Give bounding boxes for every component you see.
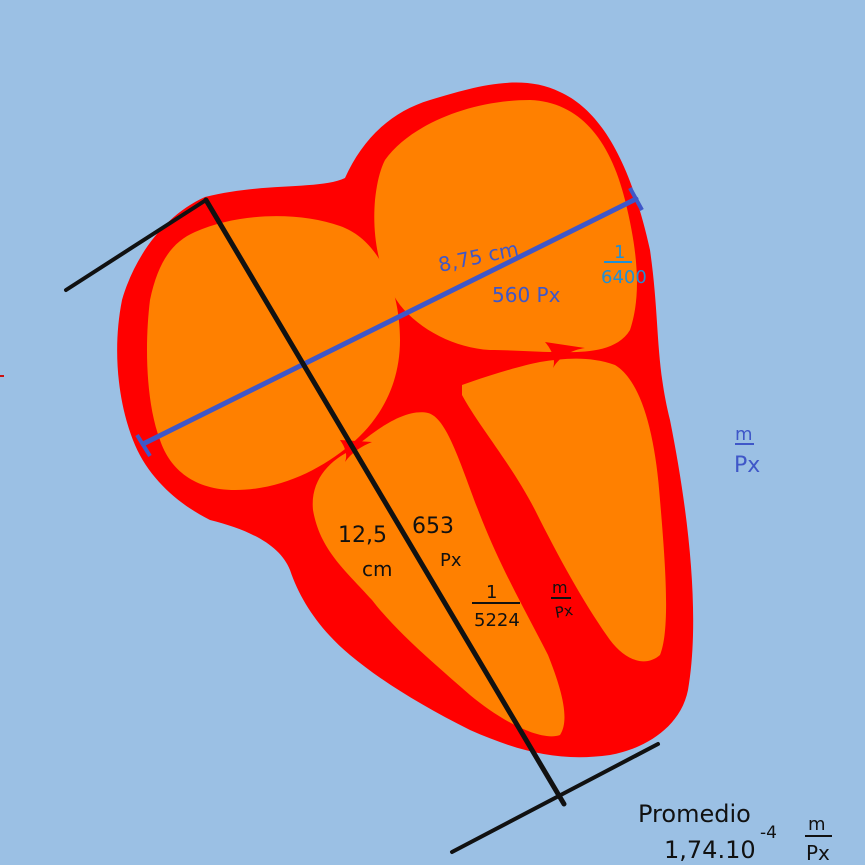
vertical-px-unit: Px bbox=[440, 550, 462, 571]
chamber-lower-right bbox=[462, 358, 667, 662]
average-exponent: -4 bbox=[760, 823, 777, 843]
valve-left bbox=[340, 440, 372, 462]
horizontal-ratio-numerator: 1 bbox=[614, 242, 625, 263]
vertical-unit-numerator: m bbox=[552, 578, 568, 597]
horizontal-px-label: 560 Px bbox=[492, 283, 561, 307]
vertical-unit-denominator: Px bbox=[554, 601, 575, 622]
unit-blue-numerator: m bbox=[735, 424, 753, 445]
vertical-measure-line bbox=[203, 197, 567, 807]
horizontal-measure-endcap-right bbox=[628, 187, 644, 211]
chamber-upper-right bbox=[374, 100, 637, 353]
vertical-px-value: 653 bbox=[412, 514, 454, 539]
average-value: 1,74.10 bbox=[664, 836, 756, 864]
vertical-cm-unit: cm bbox=[362, 557, 392, 581]
valve-right bbox=[545, 342, 585, 368]
horizontal-measure-endcap-left bbox=[135, 433, 152, 458]
unit-blue-denominator: Px bbox=[734, 453, 760, 478]
vertical-measure-tangent-bottom bbox=[450, 742, 660, 854]
horizontal-measure-line bbox=[140, 196, 639, 447]
vertical-measure-tangent-top bbox=[64, 198, 208, 292]
horizontal-ratio-denominator: 6400 bbox=[601, 267, 647, 288]
vertical-cm-value: 12,5 bbox=[338, 523, 387, 548]
vertical-ratio-numerator: 1 bbox=[486, 582, 497, 603]
average-label: Promedio bbox=[638, 800, 751, 828]
average-unit-numerator: m bbox=[808, 814, 826, 835]
average-unit-denominator: Px bbox=[806, 841, 830, 865]
chamber-lower-left bbox=[312, 412, 565, 737]
vertical-ratio-denominator: 5224 bbox=[474, 610, 520, 631]
